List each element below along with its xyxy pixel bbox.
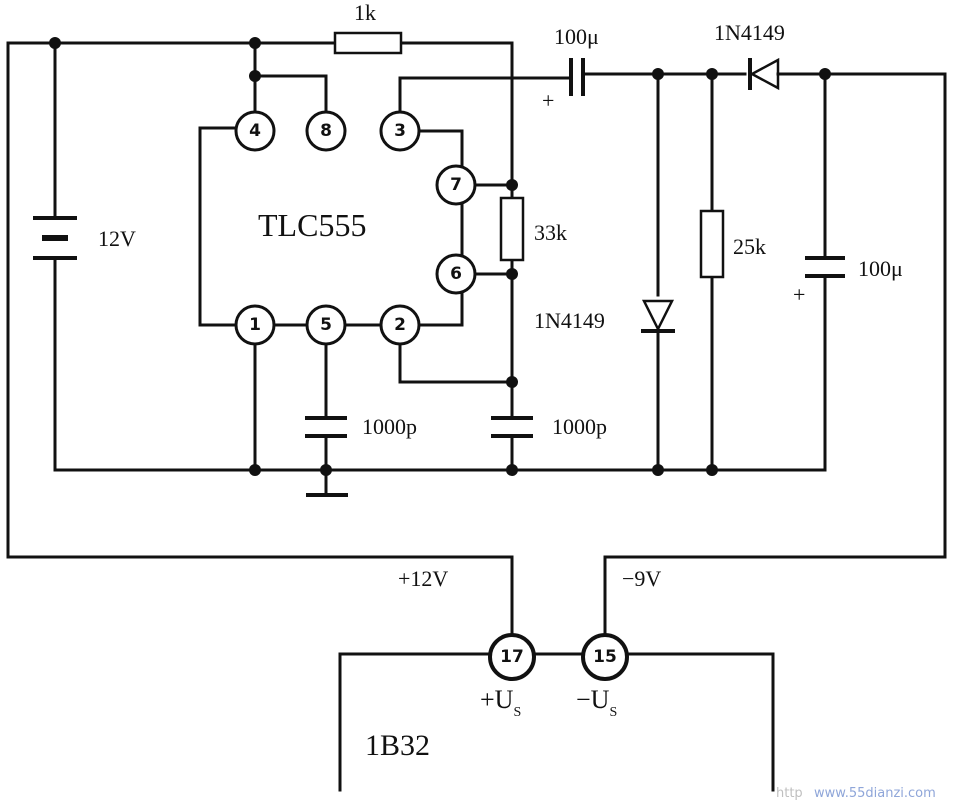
diode-triangle [641, 299, 675, 332]
pin-number: 6 [450, 264, 462, 284]
resistor-body [333, 31, 403, 55]
pin-number: 15 [593, 647, 617, 667]
junction-dot [249, 70, 261, 82]
junction-dot [320, 464, 332, 476]
net-label-minus9v: −9V [622, 566, 661, 591]
diode-series-label: 1N4149 [714, 20, 785, 45]
resistor-body [699, 209, 725, 279]
resistor-25k-label: 25k [733, 234, 766, 259]
pin-number: 5 [320, 315, 332, 335]
pin-8: 8 [305, 110, 347, 152]
plus-us-label: +US [480, 685, 521, 720]
capacitor-pin5-label: 1000p [362, 414, 417, 439]
capacitor-100u-output: 100μ + [793, 256, 903, 307]
pin-number: 4 [249, 121, 261, 141]
watermark: http www.55dianzi.com [776, 786, 936, 801]
pin-17: 17 [488, 633, 536, 681]
pin-5: 5 [305, 304, 347, 346]
junction-dot [819, 68, 831, 80]
pin-4: 4 [234, 110, 276, 152]
capacitor-coupling-polarity: + [542, 88, 554, 113]
resistor-body [499, 196, 525, 262]
pin-6: 6 [435, 253, 477, 295]
module-name: 1B32 [365, 729, 430, 762]
wire-top-rail [6, 41, 514, 187]
capacitor-coupling-label: 100μ [554, 24, 599, 49]
battery-label: 12V [98, 226, 136, 251]
junction-dot [506, 268, 518, 280]
capacitor-output-polarity: + [793, 282, 805, 307]
capacitor-1000p-timing: 1000p [491, 414, 607, 452]
resistor-33k-label: 33k [534, 220, 567, 245]
pin-number: 2 [394, 315, 406, 335]
junction-dot [652, 464, 664, 476]
junction-dot [506, 376, 518, 388]
capacitor-1000p-pin5: 1000p [305, 414, 417, 452]
net-label-plus12v: +12V [398, 566, 448, 591]
minus-us-label: −US [576, 685, 617, 720]
wires [6, 41, 947, 792]
junction-dot [706, 464, 718, 476]
pin-number: 3 [394, 121, 406, 141]
resistor-1k: 1k [333, 0, 403, 55]
junction-dot [706, 68, 718, 80]
capacitor-output-label: 100μ [858, 256, 903, 281]
junction-dot [49, 37, 61, 49]
resistor-25k: 25k [699, 209, 766, 279]
watermark-prefix: http [776, 786, 803, 801]
chip-label: TLC555 [258, 207, 366, 243]
junction-dot [506, 179, 518, 191]
diode-shunt-1n4149: 1N4149 [534, 299, 675, 333]
junction-dot [249, 464, 261, 476]
diode-series-1n4149: 1N4149 [714, 20, 785, 91]
pin-1: 1 [234, 304, 276, 346]
wire-plus12-loop [6, 41, 514, 640]
pin-number: 1 [249, 315, 261, 335]
junction-dot [249, 37, 261, 49]
pin-number: 17 [500, 647, 524, 667]
module-outline [338, 652, 775, 792]
capacitor-timing-label: 1000p [552, 414, 607, 439]
resistor-33k: 33k [499, 196, 567, 262]
pin-3: 3 [379, 110, 421, 152]
pin-7: 7 [435, 164, 477, 206]
junction-dots [49, 37, 831, 476]
pin-number: 7 [450, 175, 462, 195]
junction-dot [506, 464, 518, 476]
diode-shunt-label: 1N4149 [534, 308, 605, 333]
wire-pin3-output [398, 72, 947, 640]
battery-12v: 12V [33, 216, 136, 260]
pin-2: 2 [379, 304, 421, 346]
diode-triangle [749, 57, 780, 91]
watermark-site: www.55dianzi.com [814, 786, 936, 801]
resistor-1k-label: 1k [354, 0, 376, 25]
pin-number: 8 [320, 121, 332, 141]
junction-dot [652, 68, 664, 80]
module-1b32: +12V −9V 17 15 +US −US 1B32 [365, 566, 661, 762]
pin-15: 15 [581, 633, 629, 681]
capacitor-100u-coupling: 100μ + [542, 24, 599, 113]
